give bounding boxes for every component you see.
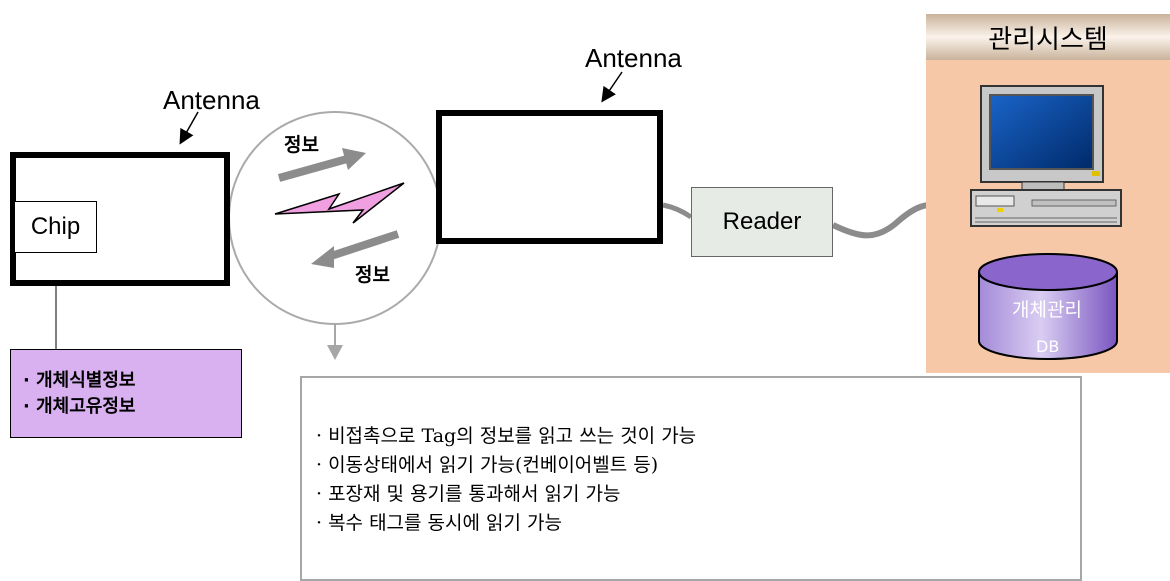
feature-item: · 복수 태그를 동시에 읽기 가능 bbox=[316, 512, 562, 534]
reader-antenna-leader bbox=[601, 71, 623, 103]
feature-item: · 이동상태에서 읽기 가능(컨베이어벨트 등) bbox=[316, 454, 659, 476]
computer-icon bbox=[970, 85, 1122, 227]
features-box: · 비접촉으로 Tag의 정보를 읽고 쓰는 것이 가능 · 이동상태에서 읽기… bbox=[300, 376, 1082, 581]
database-sublabel: DB bbox=[1036, 337, 1060, 356]
lightning-icon bbox=[274, 182, 405, 224]
tag-info-item: · 개체식별정보 bbox=[23, 370, 136, 391]
arrow-icon bbox=[327, 345, 343, 360]
management-icons bbox=[970, 85, 1122, 360]
info-arrow-left bbox=[311, 230, 400, 268]
tag-info-box: · 개체식별정보 · 개체고유정보 bbox=[10, 349, 242, 438]
info-label-top: 정보 bbox=[284, 134, 319, 156]
tag-antenna-label: Antenna bbox=[163, 85, 260, 115]
chip-box: Chip bbox=[14, 201, 97, 253]
management-system-title: 관리시스템 bbox=[926, 14, 1170, 60]
rf-field-circle bbox=[228, 111, 442, 325]
database-label: 개체관리 bbox=[1012, 299, 1082, 321]
feature-item: · 비접촉으로 Tag의 정보를 읽고 쓰는 것이 가능 bbox=[316, 425, 697, 447]
tag-info-item: · 개체고유정보 bbox=[23, 396, 136, 417]
info-label-bottom: 정보 bbox=[355, 264, 390, 286]
reader-antenna-label: Antenna bbox=[585, 43, 682, 73]
reader-box: Reader bbox=[691, 187, 833, 257]
antenna-cable bbox=[662, 202, 693, 220]
database-icon bbox=[978, 253, 1118, 360]
tag-antenna-leader bbox=[179, 111, 199, 145]
reader-antenna bbox=[436, 110, 663, 244]
feature-item: · 포장재 및 용기를 통과해서 읽기 가능 bbox=[316, 483, 621, 505]
info-arrow-right bbox=[277, 148, 366, 182]
